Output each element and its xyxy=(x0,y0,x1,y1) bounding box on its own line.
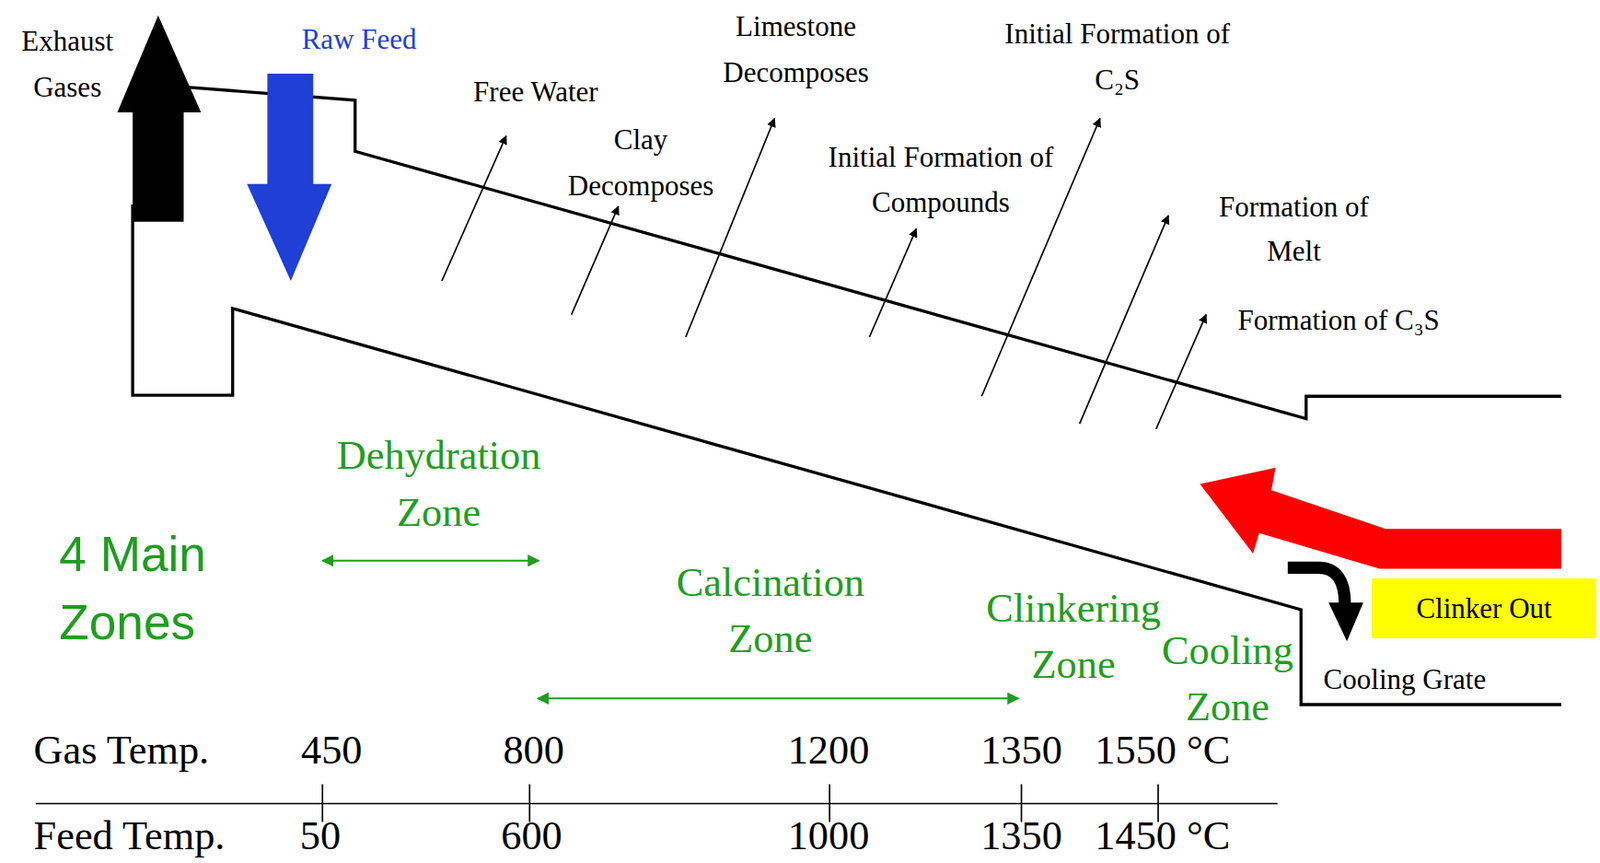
feed-label: Raw Feed xyxy=(256,16,462,63)
axis-title: Gas Temp. xyxy=(34,725,210,775)
temperature-value: 1350 xyxy=(950,725,1093,775)
zone-label: Clinkering Zone xyxy=(960,579,1187,693)
temperature-value: 600 xyxy=(470,811,593,860)
zone-label: Dehydration Zone xyxy=(304,426,572,541)
axis-title: Feed Temp. xyxy=(34,811,226,860)
reaction-leaders xyxy=(441,118,1206,429)
temperature-value: 1200 xyxy=(756,725,900,775)
zone-heading: 4 Main Zones xyxy=(58,520,274,656)
zone-label: Cooling Zone xyxy=(1146,622,1310,735)
temperature-value: 50 xyxy=(259,811,383,860)
reaction-label: Formation of Melt xyxy=(1189,185,1399,274)
exhaust-label: Exhaust Gases xyxy=(0,18,140,110)
box-text: Clinker Out xyxy=(1415,591,1552,626)
reaction-label: Free Water xyxy=(423,69,649,116)
flame-arrow xyxy=(1200,467,1562,569)
zone-spans xyxy=(322,560,1019,699)
reaction-label: Formation of C₃S xyxy=(1238,300,1440,340)
feed-arrow xyxy=(246,73,332,281)
clinker-out-arrow xyxy=(1287,567,1364,641)
reaction-label: Clay Decomposes xyxy=(541,116,741,209)
reaction-label: Initial Formation of Compounds xyxy=(807,135,1075,224)
temperature-value: 1350 xyxy=(950,811,1093,860)
temperature-value: 1450 °C xyxy=(1094,811,1230,860)
exhaust-arrow xyxy=(116,15,201,222)
kiln-outline xyxy=(132,86,1562,705)
temperature-value: 800 xyxy=(472,725,595,775)
zone-label: Calcination Zone xyxy=(645,554,896,667)
reaction-label: Limestone Decomposes xyxy=(695,3,895,95)
temperature-value: 1000 xyxy=(756,811,900,860)
part-label: Cooling Grate xyxy=(1323,660,1487,698)
temperature-value: 1550 °C xyxy=(1094,725,1230,775)
output-box: Clinker Out xyxy=(1371,578,1597,638)
reaction-label: Initial Formation of C₂S xyxy=(984,11,1252,103)
temperature-value: 450 xyxy=(270,725,394,775)
